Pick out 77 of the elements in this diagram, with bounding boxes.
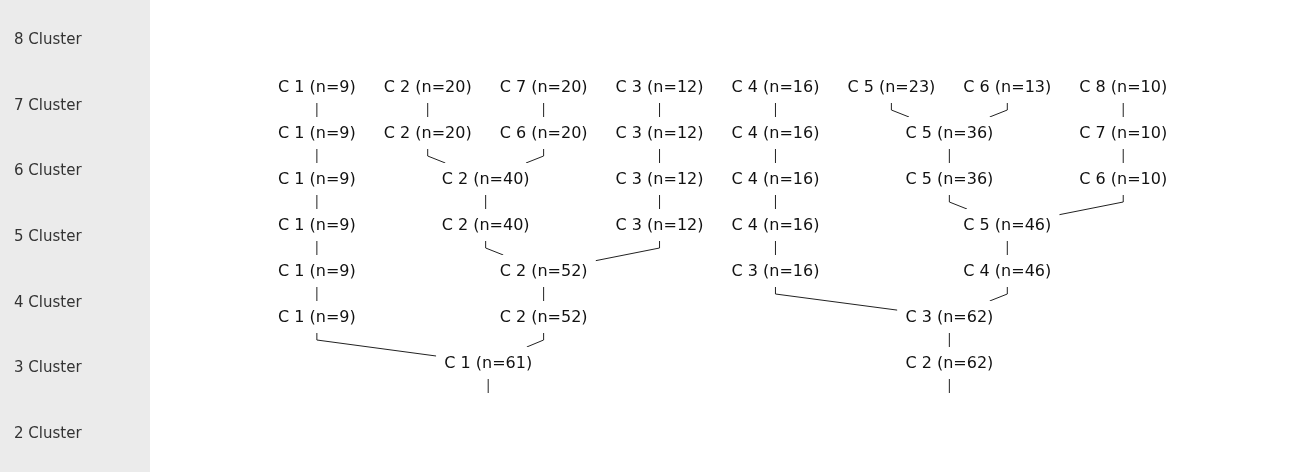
row-label: 4 Cluster bbox=[13, 292, 83, 311]
node-text: C 2 (n=20) bbox=[383, 123, 472, 142]
node-text: C 2 (n=62) bbox=[905, 353, 994, 372]
connector bbox=[658, 148, 660, 164]
node-text: C 1 (n=9) bbox=[277, 123, 356, 142]
node-text: C 3 (n=12) bbox=[615, 123, 704, 142]
node-text: C 2 (n=40) bbox=[441, 169, 530, 188]
connector bbox=[316, 148, 318, 164]
connector bbox=[774, 194, 776, 210]
row-label: 7 Cluster bbox=[13, 95, 83, 114]
connector bbox=[525, 148, 544, 164]
node-text: C 1 (n=9) bbox=[277, 169, 356, 188]
connector bbox=[316, 240, 318, 256]
node-text: C 1 (n=9) bbox=[277, 215, 356, 234]
connector bbox=[427, 148, 446, 164]
connector bbox=[316, 102, 318, 118]
row-label: 2 Cluster bbox=[13, 424, 83, 443]
node-text: C 8 (n=10) bbox=[1079, 77, 1168, 96]
node-text: C 7 (n=20) bbox=[499, 77, 588, 96]
connector bbox=[526, 332, 544, 348]
connector bbox=[316, 286, 318, 302]
node-text: C 2 (n=52) bbox=[499, 261, 588, 280]
row-label: 6 Cluster bbox=[13, 161, 83, 180]
node-text: C 3 (n=16) bbox=[731, 261, 820, 280]
row-label: 5 Cluster bbox=[13, 226, 83, 245]
connector bbox=[427, 102, 429, 118]
node-text: C 4 (n=16) bbox=[731, 169, 820, 188]
connector bbox=[890, 102, 910, 118]
connector bbox=[948, 148, 950, 164]
row-label: 8 Cluster bbox=[13, 29, 83, 48]
node-text: C 3 (n=62) bbox=[905, 307, 994, 326]
node-text: C 1 (n=61) bbox=[444, 353, 533, 372]
connector bbox=[774, 286, 898, 311]
node-text: C 5 (n=46) bbox=[963, 215, 1052, 234]
connector bbox=[658, 102, 660, 118]
connector bbox=[543, 286, 544, 302]
node-text: C 4 (n=16) bbox=[731, 77, 820, 96]
node-text: C 4 (n=16) bbox=[731, 215, 820, 234]
node-text: C 5 (n=36) bbox=[905, 169, 994, 188]
connector bbox=[485, 240, 504, 256]
connector bbox=[485, 194, 487, 210]
node-text: C 1 (n=9) bbox=[277, 307, 356, 326]
connector bbox=[487, 378, 489, 394]
connector bbox=[948, 332, 950, 348]
node-text: C 1 (n=9) bbox=[277, 261, 356, 280]
connector bbox=[774, 240, 776, 256]
connector bbox=[1122, 148, 1124, 164]
node-text: C 2 (n=52) bbox=[499, 307, 588, 326]
node-text: C 1 (n=9) bbox=[277, 77, 356, 96]
node-text: C 6 (n=20) bbox=[499, 123, 588, 142]
connector bbox=[595, 240, 660, 262]
connector bbox=[948, 378, 950, 394]
connector bbox=[774, 102, 776, 118]
node-text: C 2 (n=20) bbox=[383, 77, 472, 96]
connector bbox=[543, 102, 544, 118]
connector bbox=[1058, 194, 1124, 216]
node-text: C 6 (n=13) bbox=[963, 77, 1052, 96]
node-text: C 2 (n=40) bbox=[441, 215, 530, 234]
connector bbox=[1122, 102, 1124, 118]
node-text: C 5 (n=23) bbox=[847, 77, 936, 96]
connector bbox=[316, 194, 318, 210]
node-text: C 3 (n=12) bbox=[615, 169, 704, 188]
connector bbox=[316, 332, 437, 357]
connector bbox=[989, 286, 1008, 302]
node-text: C 4 (n=16) bbox=[731, 123, 820, 142]
row-label: 3 Cluster bbox=[13, 358, 83, 377]
connector bbox=[948, 194, 968, 210]
connector bbox=[1006, 240, 1008, 256]
node-text: C 4 (n=46) bbox=[963, 261, 1052, 280]
node-text: C 7 (n=10) bbox=[1079, 123, 1168, 142]
node-text: C 3 (n=12) bbox=[615, 215, 704, 234]
node-text: C 6 (n=10) bbox=[1079, 169, 1168, 188]
node-text: C 5 (n=36) bbox=[905, 123, 994, 142]
connector bbox=[774, 148, 776, 164]
connector bbox=[989, 102, 1008, 118]
node-text: C 3 (n=12) bbox=[615, 77, 704, 96]
connector bbox=[658, 194, 660, 210]
